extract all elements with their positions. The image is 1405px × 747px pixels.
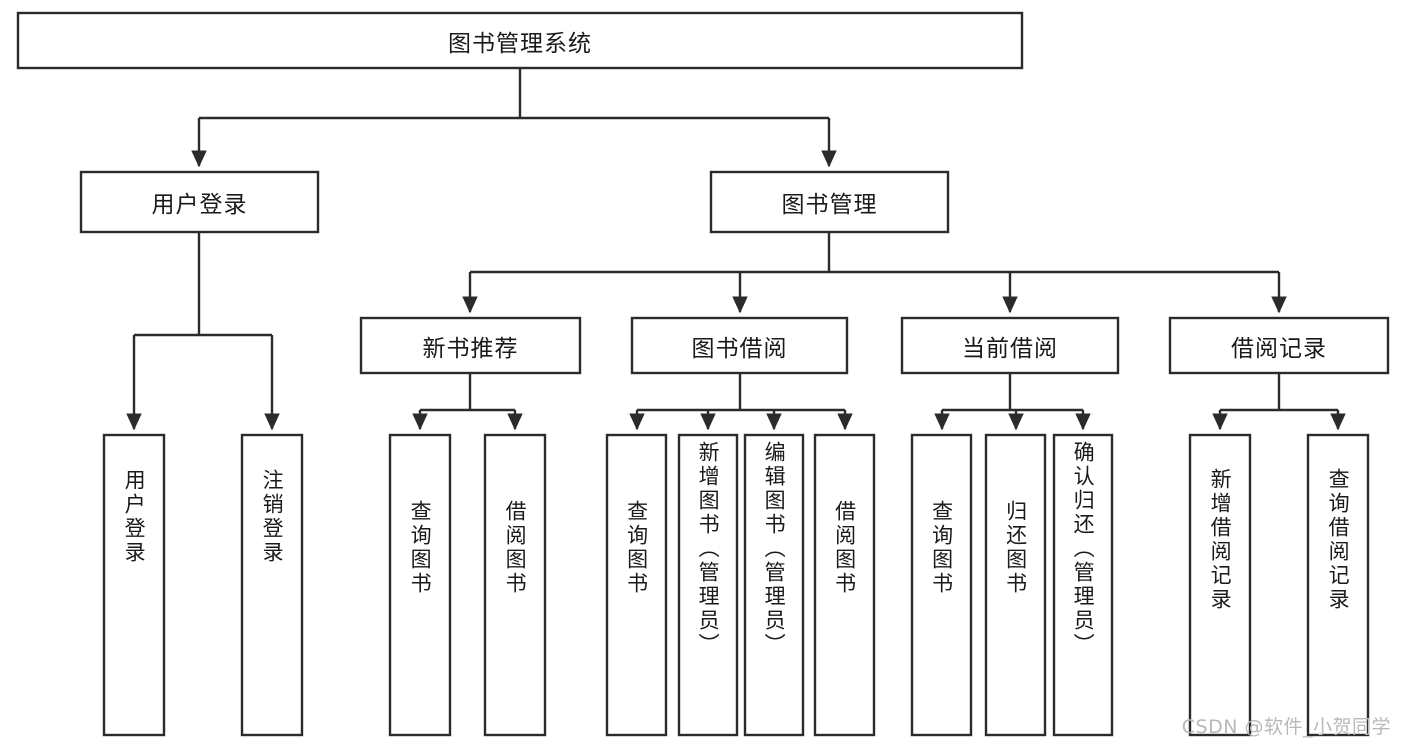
node-box-leaf-user-login[interactable] (102, 433, 166, 737)
node-box-leaf-borrow-book-b[interactable] (813, 433, 876, 737)
node-box-leaf-edit-book-admin[interactable] (743, 433, 805, 737)
node-box-leaf-return-book[interactable] (984, 433, 1047, 737)
node-box-leaf-query-book-a[interactable] (388, 433, 452, 737)
node-box-leaf-add-borrow-record[interactable] (1188, 433, 1252, 737)
node-box-current-borrow[interactable] (900, 316, 1120, 375)
node-box-book-borrow[interactable] (630, 316, 849, 375)
node-box-book-manage[interactable] (709, 170, 950, 234)
connector-group-user-login (126, 232, 280, 431)
connector-group-book-manage (462, 232, 1287, 314)
node-box-root[interactable] (16, 11, 1024, 70)
node-box-leaf-borrow-book-a[interactable] (483, 433, 547, 737)
node-box-leaf-query-book-b[interactable] (605, 433, 668, 737)
connector-group-current-borrow (934, 373, 1091, 431)
connector-group-new-book (412, 373, 523, 431)
node-box-user-login[interactable] (79, 170, 320, 234)
connector-group-record (1212, 373, 1346, 431)
connector-group-root (191, 68, 837, 168)
node-box-new-book-recommend[interactable] (359, 316, 582, 375)
node-box-leaf-user-logout[interactable] (240, 433, 304, 737)
node-box-leaf-query-book-c[interactable] (910, 433, 973, 737)
node-box-leaf-confirm-return-admin[interactable] (1052, 433, 1114, 737)
node-box-leaf-query-borrow-record[interactable] (1306, 433, 1370, 737)
connector-group-borrow (629, 373, 853, 431)
node-box-borrow-record[interactable] (1168, 316, 1390, 375)
node-box-leaf-add-book-admin[interactable] (677, 433, 739, 737)
